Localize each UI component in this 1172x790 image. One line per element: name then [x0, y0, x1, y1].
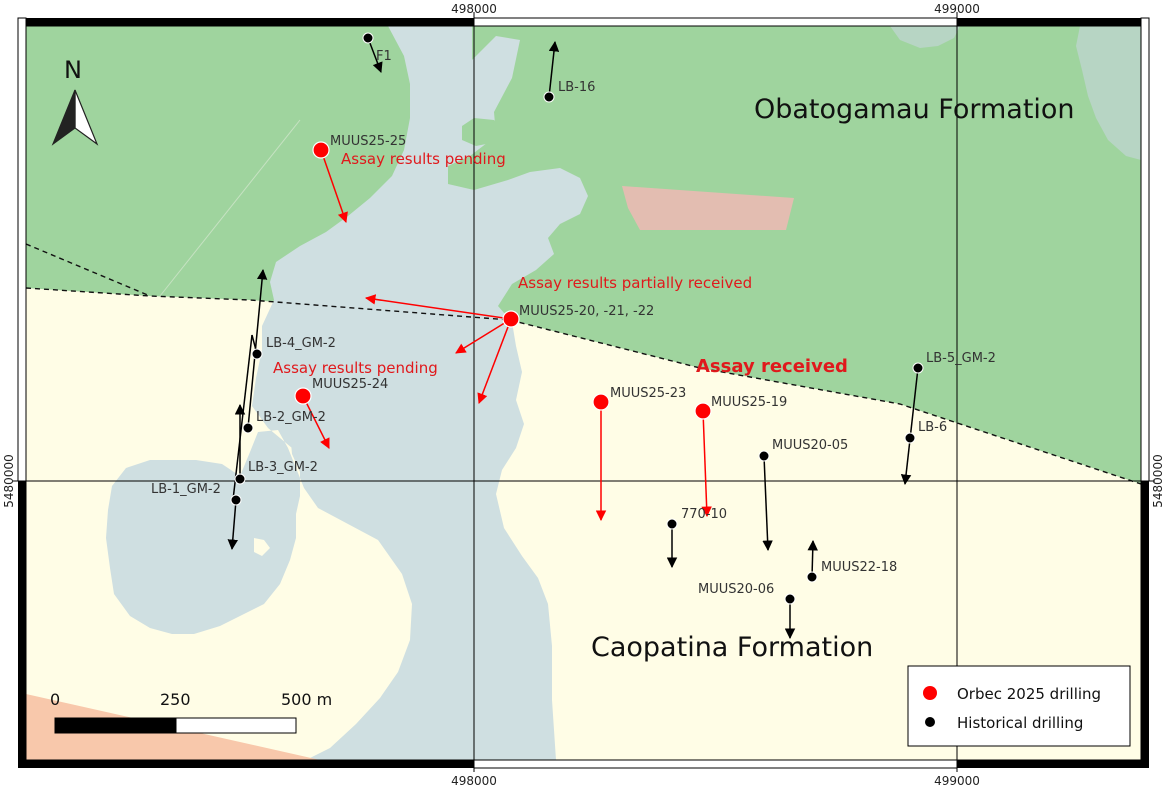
assay-status-label: Assay results pending	[273, 359, 438, 377]
historical-collar[interactable]	[758, 450, 770, 462]
orbec-collar[interactable]	[694, 402, 712, 420]
historical-collar[interactable]	[912, 362, 924, 374]
assay-status-label: Assay results pending	[341, 150, 506, 168]
drill-label: MUUS25-24	[312, 377, 388, 392]
drill-label: MUUS25-19	[711, 395, 787, 410]
island	[254, 538, 270, 556]
north-label: N	[64, 56, 82, 84]
obatogamau-zone	[26, 26, 1141, 484]
drill-label: LB-5_GM-2	[926, 351, 996, 366]
historical-collar[interactable]	[234, 473, 246, 485]
legend-orbec-label: Orbec 2025 drilling	[957, 685, 1101, 703]
historical-collar[interactable]	[251, 348, 263, 360]
orbec-collar[interactable]	[592, 393, 610, 411]
legend: Orbec 2025 drilling Historical drilling	[907, 665, 1131, 747]
island	[462, 118, 504, 146]
north-arrow: N	[51, 56, 99, 146]
orbec-collar[interactable]	[312, 141, 330, 159]
drill-trace	[701, 410, 712, 518]
outcrop-pink	[622, 186, 794, 230]
legend-historical-icon	[925, 717, 935, 727]
fault-dashed	[26, 243, 151, 297]
assay-status-label: Assay results partially received	[518, 274, 752, 292]
drill-label: F1	[376, 49, 392, 64]
historical-collar[interactable]	[806, 571, 818, 583]
drill-label: LB-6	[918, 420, 947, 435]
orbec-collar[interactable]	[294, 387, 312, 405]
coord-label-top: 498000	[451, 2, 497, 16]
drill-trace	[477, 318, 512, 404]
legend-historical-label: Historical drilling	[957, 714, 1083, 732]
pond-upper-right	[1076, 26, 1141, 160]
historical-collar[interactable]	[242, 422, 254, 434]
scale-label: 250	[160, 690, 191, 709]
drill-trace	[455, 318, 512, 354]
geological-contact	[26, 287, 1141, 485]
scale-label: 0	[50, 690, 60, 709]
historical-collar[interactable]	[230, 494, 242, 506]
legend-box	[907, 665, 1131, 747]
coord-label-left: 5480000	[2, 454, 16, 507]
drill-label: MUUS25-23	[610, 386, 686, 401]
drill-label: MUUS25-20, -21, -22	[519, 304, 654, 319]
drill-trace	[367, 37, 383, 73]
historical-collar[interactable]	[362, 32, 374, 44]
coord-label-bottom: 498000	[451, 774, 497, 788]
assay-received-label: Assay received	[696, 356, 848, 377]
drill-label: LB-16	[558, 80, 595, 95]
drill-trace	[900, 367, 919, 486]
historical-collar[interactable]	[904, 432, 916, 444]
drill-trace	[302, 395, 330, 449]
formation-label-obatogamau: Obatogamau Formation	[754, 94, 1075, 125]
legend-orbec-icon	[923, 686, 937, 700]
drill-label: MUUS20-05	[772, 438, 848, 453]
drill-trace	[227, 499, 239, 551]
drill-trace	[232, 334, 253, 501]
drill-trace	[364, 294, 512, 320]
drill-trace	[320, 149, 348, 223]
drill-label: MUUS22-18	[821, 560, 897, 575]
drill-label: MUUS25-25	[330, 134, 406, 149]
historical-collar[interactable]	[784, 593, 796, 605]
drill-label: MUUS20-06	[698, 582, 774, 597]
coord-label-top: 499000	[934, 2, 980, 16]
scale-bar: 0 250 500 m	[50, 690, 332, 734]
faint-line	[159, 119, 301, 297]
historical-collar[interactable]	[666, 518, 678, 530]
drill-label: LB-4_GM-2	[266, 336, 336, 351]
drill-label: LB-3_GM-2	[248, 460, 318, 475]
pond-top-middle	[890, 26, 960, 48]
map-frame	[12, 12, 1155, 772]
drill-trace	[807, 539, 818, 578]
coord-label-right: 5480000	[1151, 454, 1165, 507]
historical-collar[interactable]	[543, 91, 555, 103]
orbec-collar[interactable]	[502, 310, 520, 328]
drill-label: LB-1_GM-2	[151, 482, 221, 497]
drill-label: LB-2_GM-2	[256, 410, 326, 425]
coord-label-bottom: 499000	[934, 774, 980, 788]
drill-label: 770-10	[681, 507, 727, 522]
drill-trace	[762, 455, 773, 552]
formation-label-caopatina: Caopatina Formation	[591, 632, 873, 663]
lake-main	[106, 26, 588, 760]
drill-trace	[548, 40, 560, 98]
scale-label: 500 m	[281, 690, 332, 709]
